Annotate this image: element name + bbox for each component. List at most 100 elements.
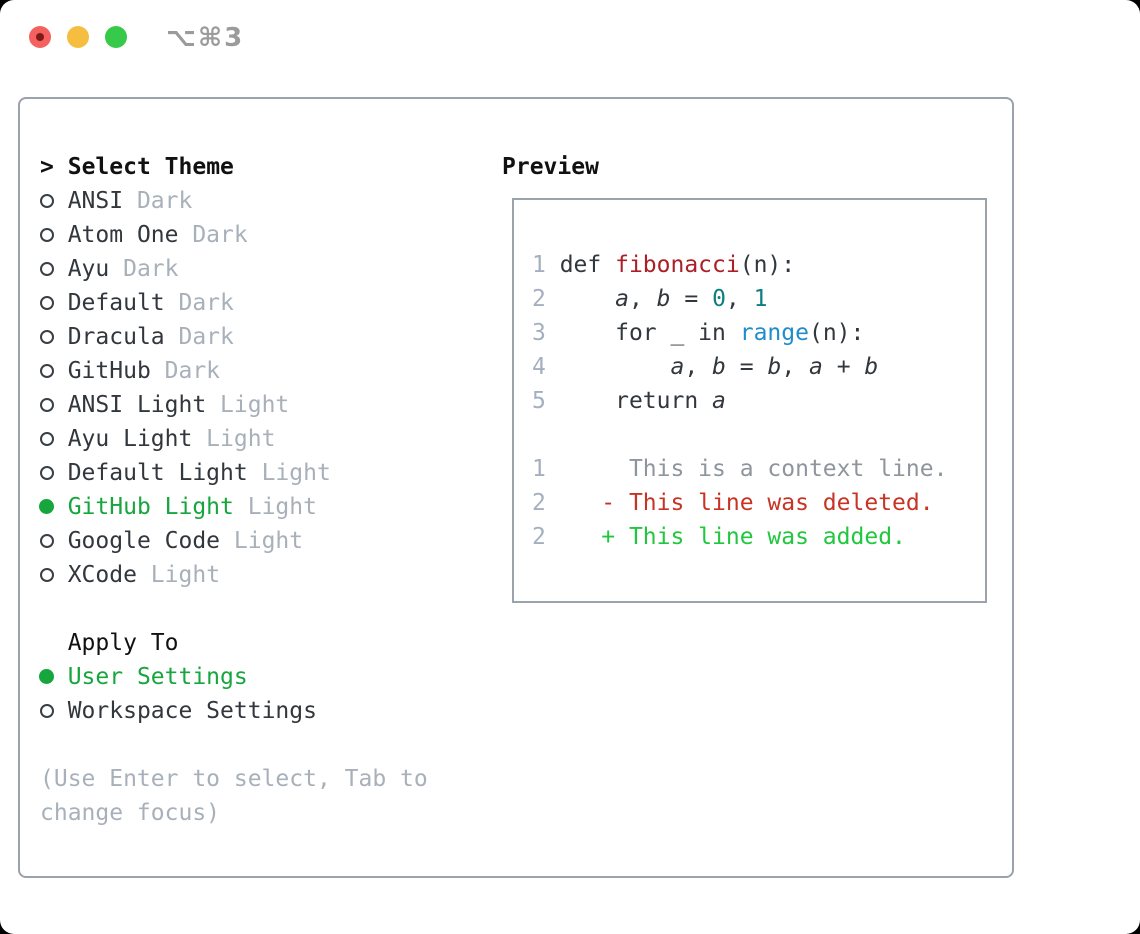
theme-variant: Dark: [164, 324, 234, 350]
code-token: fibonacci: [615, 252, 740, 278]
theme-option-google-code[interactable]: Google Code Light: [40, 524, 500, 558]
code-token: - This line was deleted.: [559, 490, 934, 516]
theme-name: Ayu: [67, 256, 110, 282]
code-line: 5 return a: [532, 384, 977, 418]
title-bar: ⌥⌘3: [0, 0, 1140, 75]
theme-name: Atom One: [67, 222, 179, 248]
code-token: def: [559, 252, 616, 278]
radio-icon: [40, 252, 54, 286]
blank-row: [40, 592, 500, 626]
line-number: 1: [532, 456, 560, 482]
theme-option-xcode[interactable]: XCode Light: [40, 558, 500, 592]
radio-icon: [40, 320, 54, 354]
radio-icon: [40, 388, 54, 422]
theme-option-github-light[interactable]: GitHub Light Light: [39, 490, 500, 524]
line-number: 4: [532, 354, 560, 380]
close-button[interactable]: [29, 26, 51, 48]
theme-name: GitHub Light: [67, 494, 234, 520]
theme-variant: Dark: [150, 358, 221, 384]
radio-icon: [40, 354, 54, 388]
code-line: 2 a, b = 0, 1: [532, 282, 977, 316]
code-token: 0: [712, 286, 726, 312]
theme-variant: Light: [206, 392, 290, 418]
theme-option-atom-one[interactable]: Atom One Dark: [40, 218, 500, 252]
line-number: 3: [532, 320, 560, 346]
code-token: b: [767, 354, 782, 380]
theme-variant: Dark: [109, 256, 179, 282]
code-token: range: [739, 320, 809, 346]
theme-name: GitHub: [67, 358, 151, 384]
code-token: return: [559, 388, 713, 414]
line-number: 2: [532, 524, 560, 550]
theme-option-ayu-light[interactable]: Ayu Light Light: [40, 422, 500, 456]
code-token: (n):: [739, 252, 796, 278]
zoom-button[interactable]: [105, 26, 127, 48]
apply-option-workspace-settings[interactable]: Workspace Settings: [40, 694, 500, 728]
code-token: b: [656, 286, 671, 312]
code-line: 1 This is a context line.: [532, 452, 977, 486]
apply-option-user-settings[interactable]: User Settings: [39, 660, 500, 694]
theme-name: Default: [67, 290, 165, 316]
theme-option-ansi-light[interactable]: ANSI Light Light: [40, 388, 500, 422]
code-line: 3 for _ in range(n):: [532, 316, 977, 350]
cursor-icon: >: [40, 154, 54, 180]
code-token: for _ in: [559, 320, 740, 346]
preview-heading: Preview: [502, 154, 599, 180]
theme-option-default-light[interactable]: Default Light Light: [40, 456, 500, 490]
hint-text: (Use Enter to select, Tab to: [40, 766, 428, 792]
theme-name: XCode: [67, 562, 137, 588]
code-token: a: [809, 354, 823, 380]
code-token: a: [670, 354, 685, 380]
apply-option-name: User Settings: [67, 664, 248, 690]
radio-icon: [40, 694, 54, 728]
theme-name: ANSI: [67, 188, 124, 214]
line-number: 2: [532, 490, 560, 516]
radio-icon: [40, 286, 54, 320]
bullet-spacer: [40, 626, 54, 660]
radio-icon: [40, 218, 54, 252]
code-token: ,: [725, 286, 754, 312]
selected-radio-icon: [39, 490, 54, 524]
theme-name: Ayu Light: [67, 426, 193, 452]
theme-option-default[interactable]: Default Dark: [40, 286, 500, 320]
theme-name: Dracula: [67, 324, 165, 350]
code-token: a: [712, 388, 726, 414]
line-number: 1: [532, 252, 560, 278]
code-line: 4 a, b = b, a + b: [532, 350, 977, 384]
apply-option-name: Workspace Settings: [67, 698, 317, 724]
blank-row: [40, 728, 500, 762]
theme-variant: Light: [136, 562, 221, 588]
hint-text: change focus): [40, 800, 221, 826]
radio-icon: [40, 184, 54, 218]
code-token: =: [725, 354, 768, 380]
theme-option-ansi[interactable]: ANSI Dark: [40, 184, 500, 218]
code-token: + This line was added.: [559, 524, 906, 550]
theme-variant: Light: [220, 528, 304, 554]
radio-icon: [40, 558, 54, 592]
theme-list: > Select Theme ANSI Dark Atom One Dark A…: [39, 150, 500, 830]
code-token: b: [712, 354, 726, 380]
theme-option-dracula[interactable]: Dracula Dark: [40, 320, 500, 354]
select-theme-title: Select Theme: [67, 154, 234, 180]
code-token: a: [615, 286, 629, 312]
theme-variant: Dark: [164, 290, 234, 316]
theme-name: Google Code: [67, 528, 221, 554]
theme-option-ayu[interactable]: Ayu Dark: [40, 252, 500, 286]
radio-icon: [40, 524, 54, 558]
code-token: [560, 286, 615, 312]
selected-radio-icon: [39, 660, 54, 694]
close-dot-icon: [36, 33, 44, 41]
line-number: 5: [532, 388, 560, 414]
theme-option-github[interactable]: GitHub Dark: [40, 354, 500, 388]
code-line: 1 def fibonacci(n):: [532, 248, 977, 282]
apply-to-header: Apply To: [40, 626, 500, 660]
radio-icon: [40, 422, 54, 456]
theme-variant: Light: [247, 460, 331, 486]
code-token: 1: [753, 286, 768, 312]
theme-selector-panel: > Select Theme ANSI Dark Atom One Dark A…: [18, 97, 1014, 878]
minimize-button[interactable]: [67, 26, 89, 48]
code-token: +: [822, 354, 865, 380]
code-token: ,: [628, 286, 657, 312]
select-theme-header: > Select Theme: [40, 150, 500, 184]
